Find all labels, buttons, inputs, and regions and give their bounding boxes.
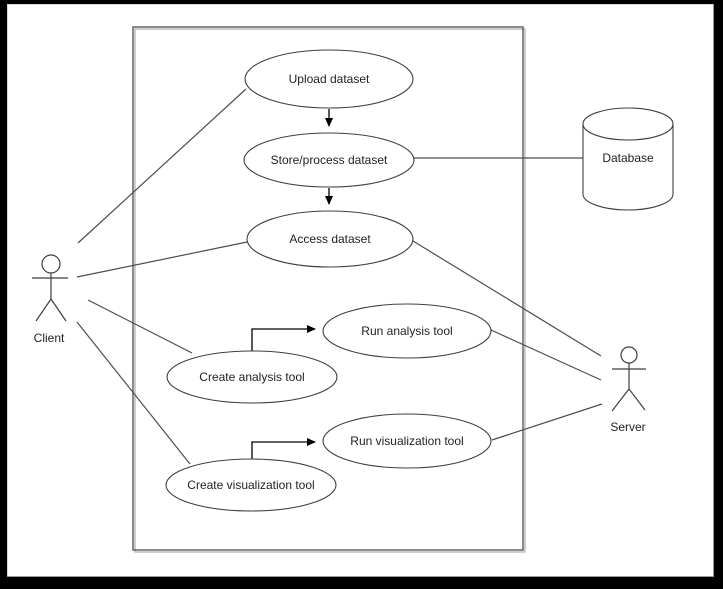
use-case-upload-dataset: Upload dataset (244, 49, 414, 109)
upload-dataset-label: Upload dataset (289, 72, 370, 86)
use-case-create-visualization-tool: Create visualization tool (165, 458, 337, 512)
database-label: Database (602, 151, 654, 165)
directed-arrows (251, 109, 333, 459)
run-visualization-tool-label: Run visualization tool (350, 434, 463, 448)
create-analysis-tool-ellipse (166, 350, 338, 404)
system-boundary-rect (132, 26, 524, 551)
run-visualization-tool-ellipse (322, 413, 492, 469)
client-actor-head (41, 254, 61, 274)
use-case-diagram: Upload dataset Store/process dataset Acc… (32, 26, 674, 553)
store-process-dataset-ellipse (243, 132, 415, 188)
use-case-access-dataset: Access dataset (246, 210, 414, 268)
use-case-run-visualization-tool: Run visualization tool (322, 413, 492, 469)
edge-client-access-dataset (76, 241, 248, 278)
client-actor-right-leg (50, 298, 67, 322)
access-dataset-label: Access dataset (289, 232, 371, 246)
edge-client-create-visualization-tool (76, 321, 191, 465)
create-analysis-tool-label: Create analysis tool (199, 370, 304, 384)
database-cylinder-body (582, 124, 674, 211)
server-actor-right-leg (628, 388, 646, 411)
edge-run-analysis-tool-server (490, 329, 602, 381)
client-actor-icon (32, 254, 68, 322)
client-actor-label: Client (34, 331, 65, 345)
arrow-create-analysis-to-run-analysis (251, 325, 316, 351)
run-analysis-tool-label: Run analysis tool (361, 324, 452, 338)
diagram-canvas: Upload dataset Store/process dataset Acc… (7, 4, 714, 577)
use-case-create-analysis-tool: Create analysis tool (166, 350, 338, 404)
database-cylinder-top (582, 107, 674, 141)
edge-access-dataset-server (412, 240, 602, 357)
server-actor-head (620, 346, 638, 364)
edge-client-upload-dataset (77, 88, 247, 244)
create-visualization-tool-ellipse (165, 458, 337, 512)
database-node: Database (582, 107, 674, 211)
store-process-dataset-label: Store/process dataset (271, 153, 388, 167)
server-actor-left-leg (611, 388, 630, 412)
use-case-run-analysis-tool: Run analysis tool (322, 303, 492, 359)
server-actor: Server (610, 346, 646, 434)
association-lines (76, 88, 603, 465)
arrow-create-visualization-to-run-visualization (251, 438, 316, 459)
server-actor-icon (611, 346, 646, 412)
upload-dataset-ellipse (244, 49, 414, 109)
access-dataset-ellipse (246, 210, 414, 268)
run-analysis-tool-ellipse (322, 303, 492, 359)
create-visualization-tool-label: Create visualization tool (187, 478, 314, 492)
client-actor: Client (32, 254, 68, 345)
edge-client-create-analysis-tool (87, 299, 193, 354)
client-actor-left-leg (35, 298, 52, 322)
edge-run-visualization-tool-server (491, 403, 603, 441)
system-boundary-shadow (134, 28, 526, 553)
server-actor-label: Server (610, 420, 645, 434)
use-case-store-process-dataset: Store/process dataset (243, 132, 415, 188)
